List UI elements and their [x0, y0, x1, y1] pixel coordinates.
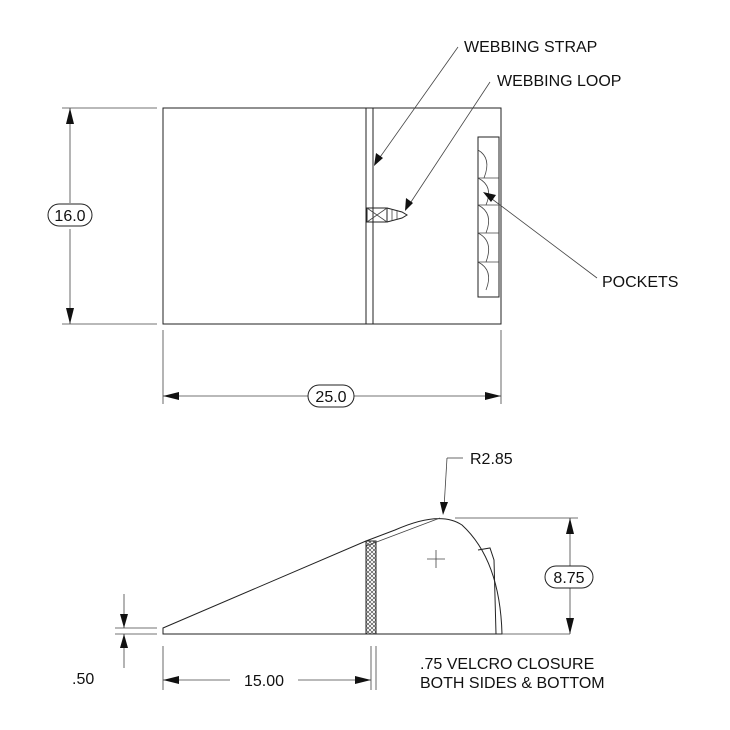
dimension-base-thickness: .50 — [72, 594, 157, 688]
velcro-note-line1: .75 VELCRO CLOSURE — [420, 656, 594, 673]
callout-webbing-strap: WEBBING STRAP — [374, 39, 597, 166]
dimension-1500-label: 15.00 — [244, 673, 284, 690]
label-webbing-loop: WEBBING LOOP — [497, 73, 621, 90]
dimension-25-label: 25.0 — [315, 389, 346, 406]
label-webbing-strap: WEBBING STRAP — [464, 39, 597, 56]
radius-center-mark — [427, 550, 445, 568]
callout-webbing-loop: WEBBING LOOP — [405, 73, 621, 211]
velcro-closure-band — [365, 540, 377, 635]
top-view: WEBBING STRAP WEBBING LOOP POCKETS 16.0 — [47, 39, 678, 408]
dimension-050-label: .50 — [72, 671, 94, 688]
webbing-loop — [366, 207, 408, 223]
webbing-strap-band — [365, 107, 374, 325]
pockets-group — [477, 136, 500, 298]
bag-body-outline — [162, 107, 502, 325]
dimension-length-side: 15.00 — [162, 646, 372, 690]
dimension-875-label: 8.75 — [553, 570, 584, 587]
dimension-height-top: 16.0 — [47, 107, 157, 325]
callout-pockets: POCKETS — [483, 192, 678, 291]
dimension-16-label: 16.0 — [54, 208, 85, 225]
side-profile-outline — [162, 518, 503, 635]
velcro-note-line2: BOTH SIDES & BOTTOM — [420, 675, 605, 692]
dimension-radius-label: R2.85 — [470, 451, 513, 468]
dimension-height-side: 8.75 — [455, 517, 594, 634]
callout-radius: R2.85 — [440, 451, 513, 515]
velcro-note: .75 VELCRO CLOSURE BOTH SIDES & BOTTOM — [375, 646, 605, 692]
side-view: R2.85 8.75 .50 — [72, 451, 605, 692]
label-pockets: POCKETS — [602, 274, 678, 291]
dimension-width-top: 25.0 — [162, 330, 502, 408]
